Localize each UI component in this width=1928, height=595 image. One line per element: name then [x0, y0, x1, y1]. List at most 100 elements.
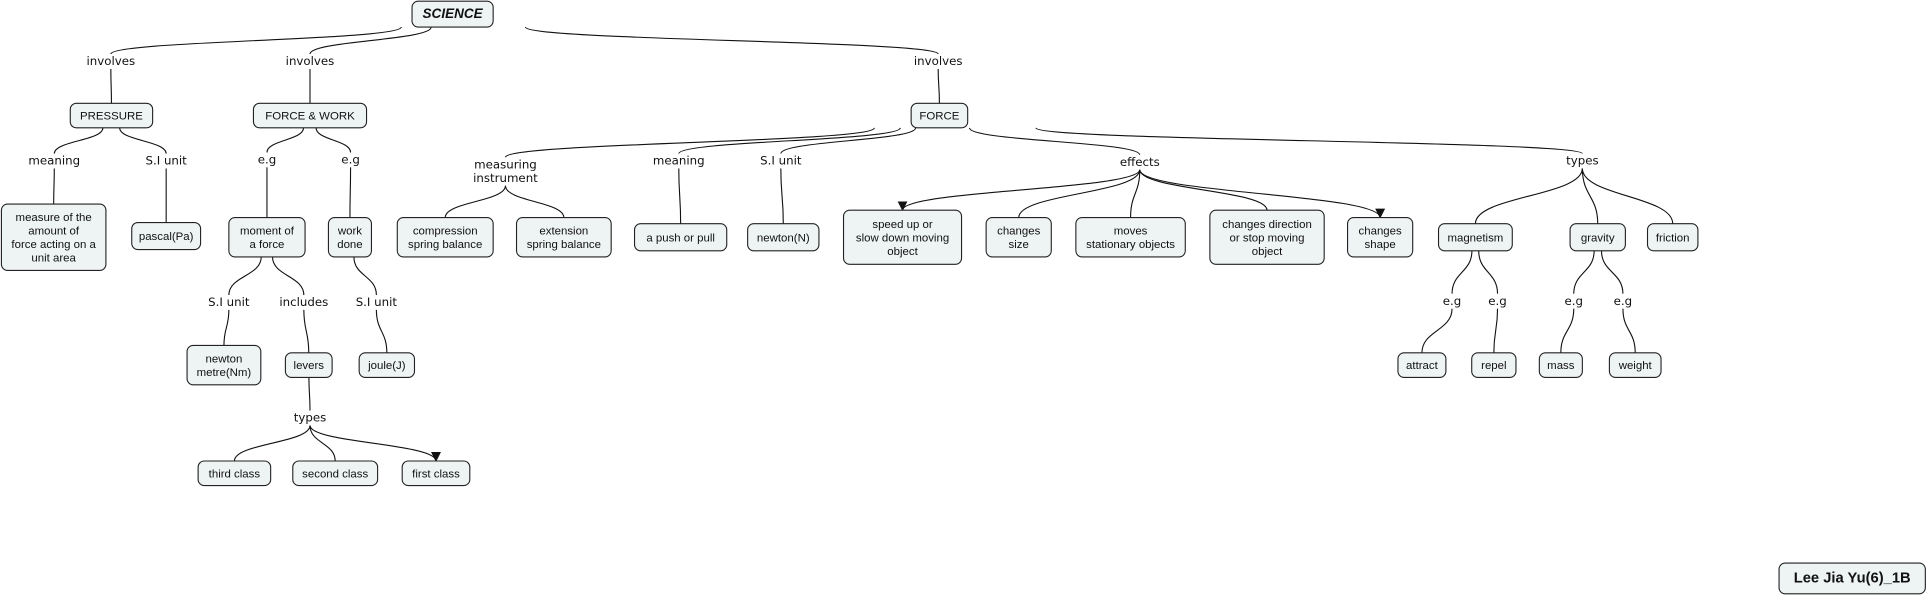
concept-box [910, 102, 969, 129]
connector-force-fmean [678, 127, 901, 155]
concept-magnetism[interactable]: magnetism [1437, 223, 1513, 252]
concept-moment[interactable]: moment ofa force [228, 217, 306, 258]
concept-label: gravity [1581, 232, 1615, 244]
connector-effects-shape [1139, 169, 1386, 219]
concept-box [633, 223, 728, 252]
concept-box [1075, 217, 1186, 258]
connector-effects-moves [1130, 169, 1141, 218]
concept-levers[interactable]: levers [284, 352, 333, 378]
concept-label: stationary objects [1086, 239, 1175, 251]
concept-third[interactable]: third class [197, 460, 272, 487]
connector-gravity-geg2 [1600, 250, 1624, 294]
link-fsi: S.I unit [750, 153, 811, 169]
linking-phrase: S.I unit [208, 295, 250, 309]
concept-label: changes [1359, 226, 1402, 238]
concept-attract[interactable]: attract [1397, 352, 1447, 378]
linking-phrase: e.g [1565, 294, 1584, 308]
concept-repel[interactable]: repel [1471, 352, 1517, 378]
concept-second[interactable]: second class [292, 460, 379, 487]
label-bg [80, 54, 141, 69]
connector-pressure-pmean [53, 127, 104, 154]
concept-label: object [887, 246, 918, 258]
concept-author[interactable]: Lee Jia Yu(6)_1B [1778, 562, 1926, 595]
concept-label: size [1009, 239, 1029, 251]
label-bg [1484, 293, 1511, 309]
label-bg [27, 153, 81, 169]
concept-weight[interactable]: weight [1608, 352, 1662, 378]
label-bg [346, 295, 407, 310]
concept-pascal[interactable]: pascal(Pa) [131, 221, 202, 251]
link-geg1: e.g [1560, 293, 1587, 309]
connector-wsi-joule [375, 309, 388, 353]
concept-newton[interactable]: newton(N) [747, 223, 820, 252]
connector-pmean-pmeaning [53, 168, 55, 205]
link-meg1: e.g [1439, 293, 1465, 309]
concept-label: spring balance [408, 239, 482, 251]
connector-effects-size [1018, 169, 1141, 218]
connector-gravity-geg1 [1573, 250, 1595, 294]
connector-science-inv2 [309, 26, 432, 55]
link-inv3: involves [908, 54, 969, 69]
concept-box [1538, 352, 1583, 378]
concept-friction[interactable]: friction [1646, 223, 1699, 252]
concept-pressure[interactable]: PRESSURE [69, 102, 154, 129]
concept-joule[interactable]: joule(J) [358, 352, 416, 378]
concept-mass[interactable]: mass [1538, 352, 1583, 378]
label-bg [472, 157, 539, 173]
label-bg [1560, 293, 1587, 309]
connector-effects-speed [897, 169, 1141, 212]
concept-box [1397, 352, 1447, 378]
link-eg2: e.g [337, 152, 364, 168]
concept-forcework[interactable]: FORCE & WORK [252, 102, 368, 129]
concept-box [1437, 223, 1513, 252]
connector-forcework-eg1 [266, 127, 305, 153]
label-bg [1562, 153, 1603, 169]
concept-label: Lee Jia Yu(6)_1B [1794, 570, 1911, 586]
link-wsi: S.I unit [346, 295, 407, 310]
concept-label: FORCE [919, 111, 959, 123]
connector-eg2-work [349, 167, 352, 218]
label-bg [136, 153, 197, 169]
concept-box [1471, 352, 1517, 378]
connector-ftypes-gravity [1581, 168, 1599, 224]
concept-box [747, 223, 820, 252]
concept-box [515, 217, 612, 258]
connector-ltypes-first [309, 425, 441, 462]
connector-ltypes-second [309, 425, 336, 462]
connector-ltypes-third [233, 425, 311, 462]
concept-first[interactable]: first class [401, 460, 471, 487]
concept-label: force acting on a [11, 239, 96, 251]
linking-phrase: e.g [1488, 294, 1507, 308]
concept-label: shape [1365, 239, 1396, 251]
link-pmean: meaning [27, 153, 81, 169]
link-fmean: meaning [652, 153, 706, 169]
concept-label: weight [1618, 360, 1653, 372]
linking-phrase: e.g [1614, 294, 1633, 308]
concept-force[interactable]: FORCE [910, 102, 969, 129]
linking-phrase: e.g [1443, 294, 1462, 308]
concept-label: extension [539, 226, 588, 238]
linking-phrase: S.I unit [356, 295, 398, 309]
connector-fsi-newton [780, 168, 784, 224]
concept-box [327, 217, 373, 258]
concept-science[interactable]: SCIENCE [411, 0, 494, 28]
connector-measuring-compression [444, 185, 507, 218]
label-bg [1113, 154, 1167, 170]
concept-gravity[interactable]: gravity [1569, 223, 1626, 252]
connector-inv1-pressure [110, 68, 113, 104]
concept-push[interactable]: a push or pull [633, 223, 728, 252]
concept-label: first class [412, 468, 460, 480]
linking-phrase: meaning [28, 154, 80, 168]
